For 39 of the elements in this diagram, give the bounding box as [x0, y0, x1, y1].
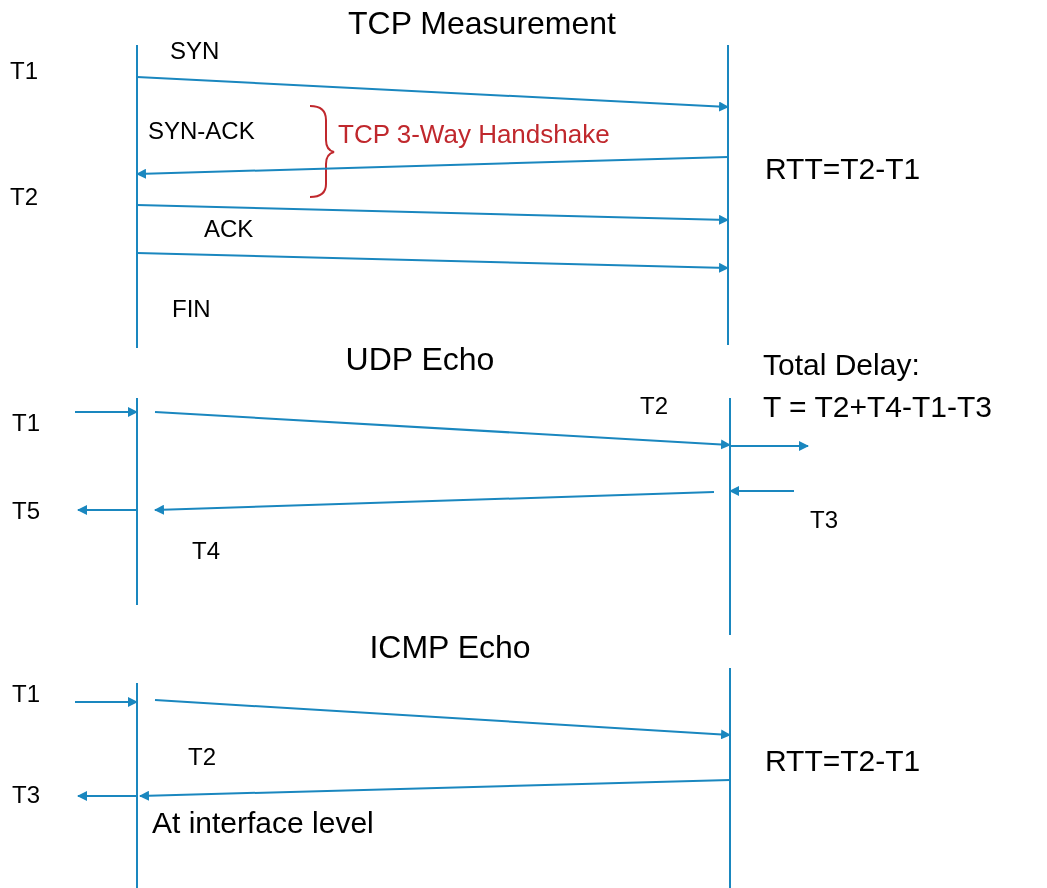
- text-label: T = T2+T4-T1-T3: [763, 390, 992, 423]
- arrow: [136, 156, 729, 179]
- arrow: [136, 252, 729, 273]
- text-label: At interface level: [152, 806, 374, 839]
- lifeline: [136, 683, 138, 888]
- arrow: [74, 407, 138, 417]
- text-label: T3: [810, 507, 838, 534]
- section-heading: TCP Measurement: [348, 6, 616, 42]
- section-heading: UDP Echo: [345, 342, 495, 378]
- text-label: T1: [10, 58, 38, 85]
- arrow: [136, 204, 729, 225]
- lifeline: [136, 398, 138, 605]
- text-label: T5: [12, 498, 40, 525]
- text-label: T3: [12, 782, 40, 809]
- text-label: T2: [640, 393, 668, 420]
- arrow: [729, 486, 795, 496]
- lifeline: [727, 45, 729, 345]
- lifeline: [729, 668, 731, 888]
- text-label: Total Delay:: [763, 348, 920, 381]
- arrow: [136, 76, 729, 112]
- text-label: RTT=T2-T1: [765, 744, 921, 777]
- text-label: RTT=T2-T1: [765, 152, 921, 185]
- arrow: [77, 791, 138, 801]
- arrow: [729, 441, 809, 451]
- text-label: T4: [192, 538, 220, 565]
- lifeline: [729, 398, 731, 635]
- text-label: T1: [12, 681, 40, 708]
- text-label: T2: [10, 184, 38, 211]
- arrow: [139, 779, 731, 801]
- text-label: TCP 3-Way Handshake: [338, 120, 610, 149]
- lifeline: [136, 45, 138, 348]
- arrow: [77, 505, 138, 515]
- arrow: [154, 491, 715, 515]
- text-label: T1: [12, 410, 40, 437]
- section-heading: ICMP Echo: [369, 630, 531, 666]
- arrow: [74, 697, 138, 707]
- text-label: T2: [188, 744, 216, 771]
- arrow: [154, 411, 731, 450]
- arrow: [154, 699, 731, 740]
